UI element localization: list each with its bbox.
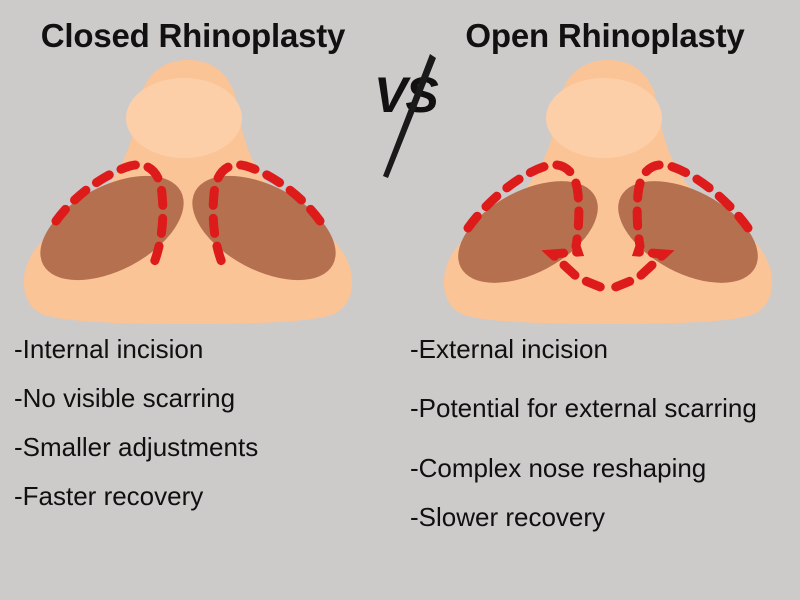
list-item: -Potential for external scarring <box>410 393 757 423</box>
left-external-incision-dashes <box>463 160 613 295</box>
headings-row: Closed Rhinoplasty Open Rhinoplasty <box>0 0 800 62</box>
comparison-lists: -Internal incision -No visible scarring … <box>0 336 800 600</box>
list-item: -Faster recovery <box>14 481 204 511</box>
nose-skin-shape <box>443 60 773 324</box>
open-rhinoplasty-traits-list: -External incision -Potential for extern… <box>410 336 796 553</box>
nose-illustrations <box>0 56 800 326</box>
list-item: -Internal incision <box>14 334 204 364</box>
left-internal-incision-dashes <box>51 160 168 277</box>
list-item: -No visible scarring <box>14 383 236 413</box>
open-rhinoplasty-nose-diagram <box>443 60 773 324</box>
heading-closed-rhinoplasty: Closed Rhinoplasty <box>40 17 346 54</box>
list-item: -Smaller adjustments <box>14 432 259 462</box>
closed-rhinoplasty-nose-diagram <box>23 60 353 324</box>
heading-open-rhinoplasty: Open Rhinoplasty <box>465 17 745 54</box>
list-item: -Complex nose reshaping <box>410 452 707 483</box>
list-item: -External incision <box>410 334 608 364</box>
right-internal-incision-dashes <box>208 160 325 277</box>
list-item: -Slower recovery <box>410 501 606 532</box>
right-external-incision-dashes <box>603 160 753 295</box>
closed-rhinoplasty-benefits-list: -Internal incision -No visible scarring … <box>14 336 394 532</box>
nose-skin-shape <box>23 60 353 324</box>
